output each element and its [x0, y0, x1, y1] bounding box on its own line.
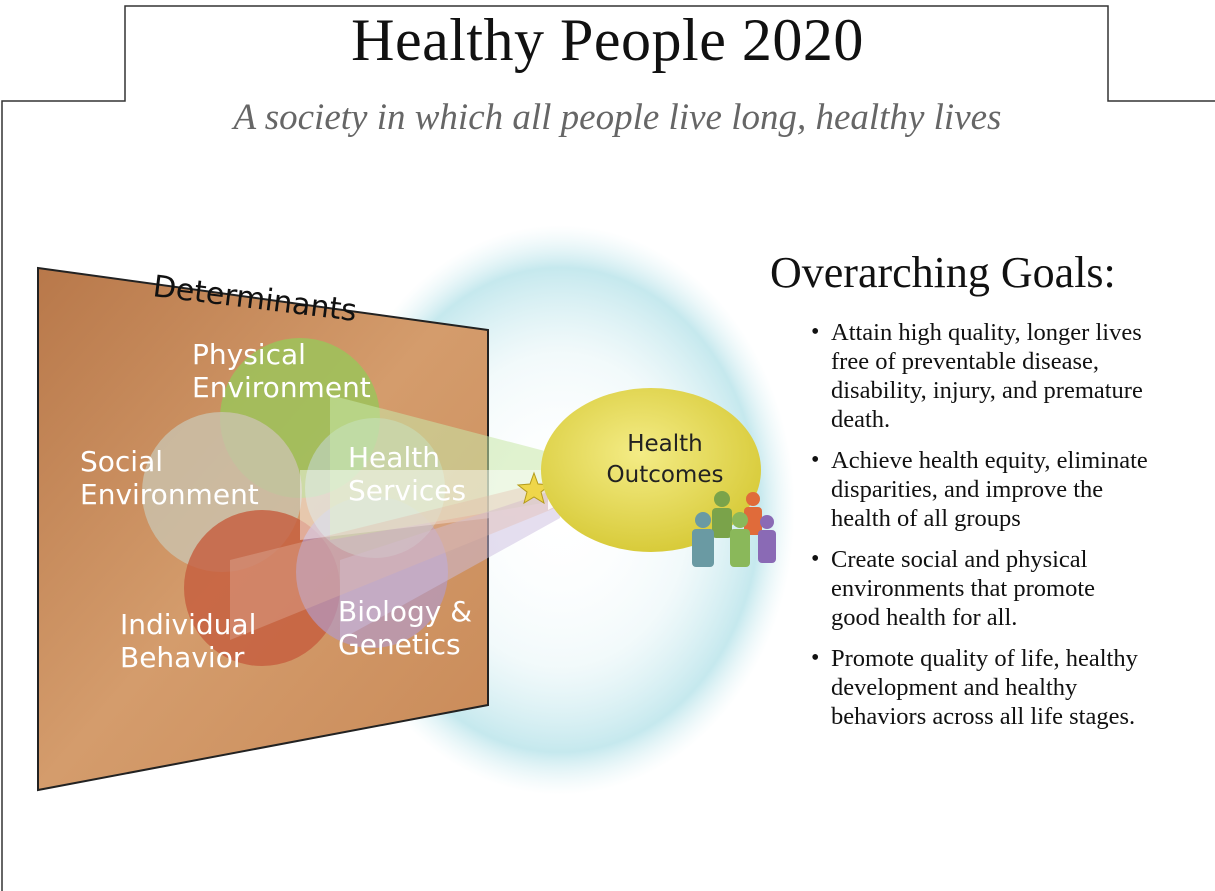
health-services-label: Services: [348, 474, 466, 507]
physical-environment-label: Physical: [192, 338, 306, 371]
health-services-label: Health: [348, 441, 440, 474]
individual-behavior-label: Behavior: [120, 641, 245, 674]
goals-heading: Overarching Goals:: [770, 248, 1116, 297]
individual-behavior-label: Individual: [120, 608, 256, 641]
beam: [330, 395, 560, 540]
physical-environment-label: Environment: [192, 371, 371, 404]
beam: [230, 478, 560, 640]
people-group-icon: [692, 491, 776, 567]
biology-genetics-label: Biology &: [338, 595, 472, 628]
beam: [340, 488, 560, 640]
biology-genetics-label: Genetics: [338, 628, 461, 661]
social-environment-label: Social: [80, 445, 163, 478]
goal-item: Promote quality of life, healthydevelopm…: [809, 644, 1199, 731]
goal-item: Achieve health equity, eliminatedisparit…: [809, 446, 1199, 533]
page-title: Healthy People 2020: [351, 7, 864, 73]
health-outcomes-ellipse: [541, 388, 761, 552]
health-outcomes-label: Outcomes: [607, 462, 724, 488]
page-subtitle: A society in which all people live long,…: [233, 97, 1002, 138]
beam: [300, 470, 560, 540]
health-outcomes-label: Health: [627, 431, 703, 457]
social-environment-label: Environment: [80, 478, 259, 511]
